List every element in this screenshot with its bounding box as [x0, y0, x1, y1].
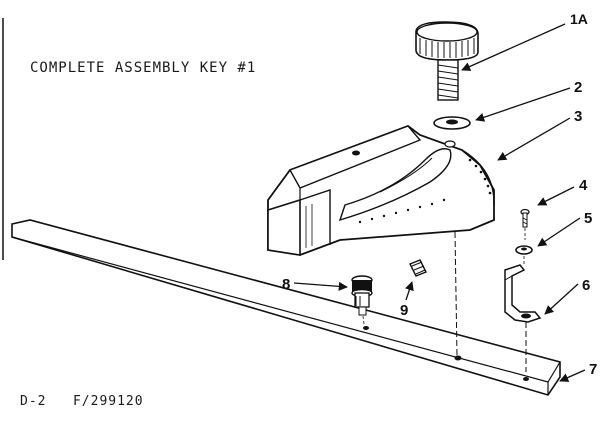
bar-hole [523, 377, 529, 381]
diagram-title: COMPLETE ASSEMBLY KEY #1 [30, 60, 257, 76]
knob-screw [415, 21, 479, 101]
callout-8: 8 [282, 276, 290, 293]
miter-gauge-body [267, 124, 495, 357]
callout-1A: 1A [570, 11, 588, 27]
page-code: D-2 [20, 394, 47, 409]
callout-6: 6 [582, 277, 590, 294]
callout-5: 5 [584, 210, 592, 227]
callout-3: 3 [574, 108, 582, 125]
bar-hole [363, 326, 369, 330]
form-number: F/299120 [72, 394, 144, 409]
callout-7: 7 [589, 361, 597, 378]
callout-4: 4 [579, 177, 588, 194]
lock-washer [515, 245, 533, 264]
stop-screw [351, 275, 373, 325]
callout-9: 9 [400, 302, 408, 319]
small-screw [520, 208, 530, 240]
set-screw [409, 259, 427, 277]
pointer [504, 264, 542, 372]
callout-2: 2 [574, 79, 582, 96]
washer-large [433, 116, 471, 130]
footer-code: D-2 F/299120 [20, 394, 144, 409]
bar-hole [454, 355, 462, 361]
callout-leaders [293, 23, 586, 382]
